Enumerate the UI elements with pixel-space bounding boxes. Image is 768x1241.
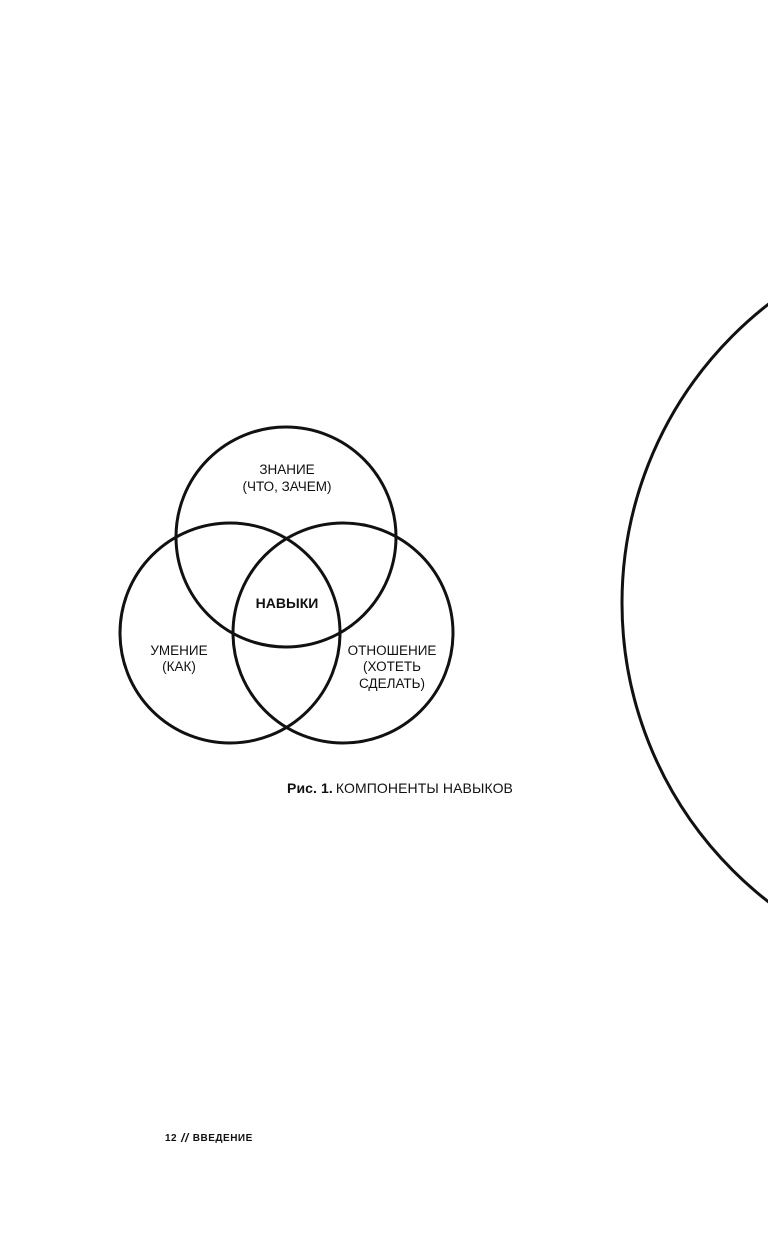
circle-right (231, 521, 455, 745)
figure-title: КОМПОНЕНТЫ НАВЫКОВ (335, 780, 513, 796)
label-right-line3: СДЕЛАТЬ) (359, 676, 425, 691)
label-left-line1: УМЕНИЕ (150, 643, 207, 658)
label-right-line2: (ХОТЕТЬ (363, 659, 421, 674)
page-footer: 12 // ВВЕДЕНИЕ (165, 1131, 253, 1145)
figure-number: Рис. 1. (287, 780, 333, 796)
label-right-line1: ОТНОШЕНИЕ (348, 643, 437, 658)
label-top-line2: (ЧТО, ЗАЧЕМ) (243, 479, 332, 494)
label-center: НАВЫКИ (256, 595, 319, 611)
page-number: 12 (165, 1132, 178, 1144)
section-title: ВВЕДЕНИЕ (192, 1132, 253, 1144)
label-top-line1: ЗНАНИЕ (259, 462, 314, 477)
separator-icon: // (181, 1131, 189, 1145)
figure-caption: Рис. 1.КОМПОНЕНТЫ НАВЫКОВ (287, 780, 513, 796)
circle-left (118, 521, 342, 745)
large-circle-edge (620, 302, 768, 904)
label-left-line2: (КАК) (162, 659, 196, 674)
